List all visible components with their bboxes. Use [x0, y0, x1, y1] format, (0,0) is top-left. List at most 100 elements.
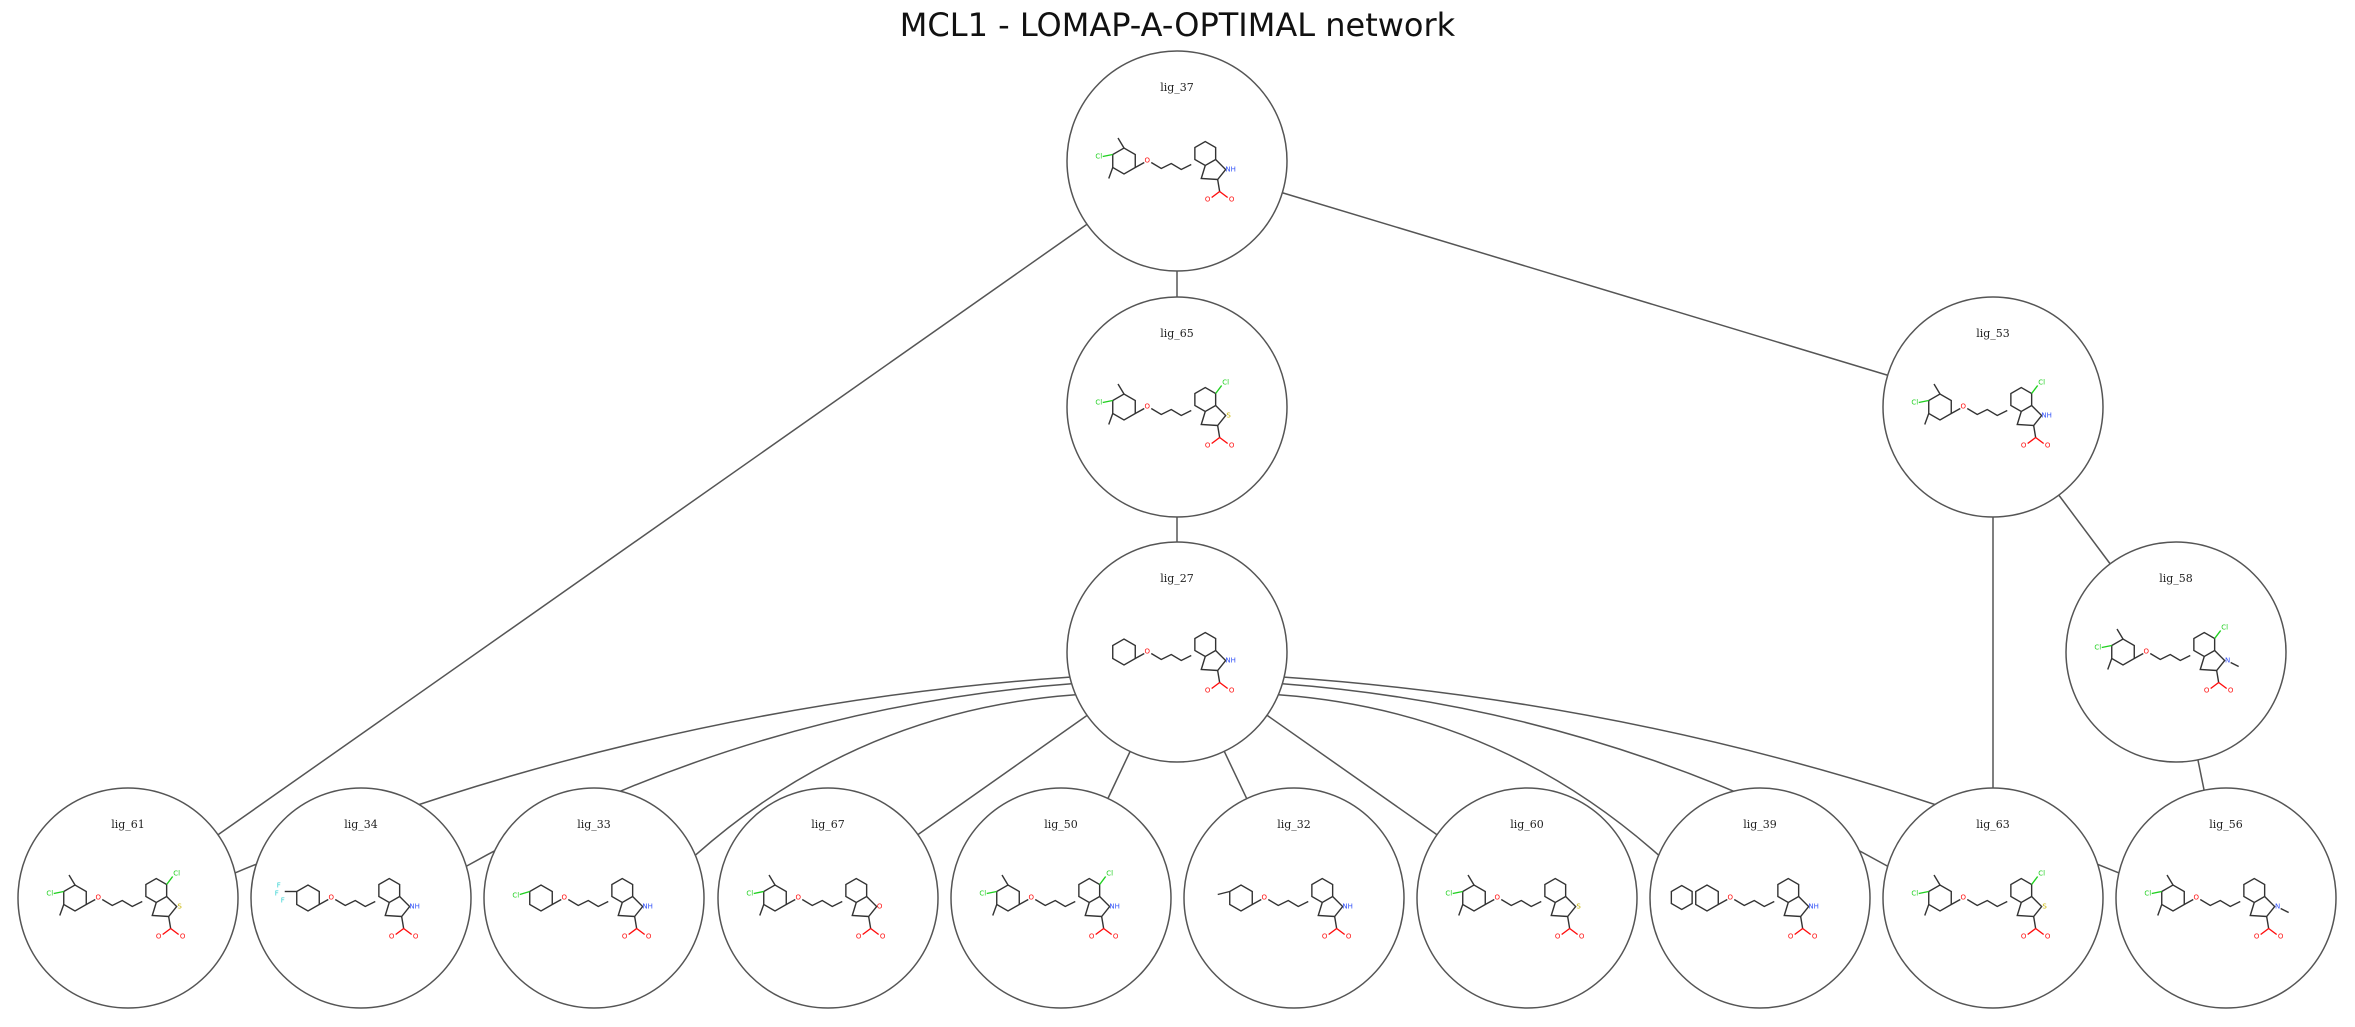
svg-text:O: O	[1229, 196, 1235, 204]
node-label: lig_32	[1277, 818, 1311, 831]
svg-text:Cl: Cl	[1222, 379, 1229, 387]
svg-text:O: O	[1961, 403, 1967, 411]
node-circle	[2065, 541, 2287, 763]
edge-lig_27-lig_67	[917, 714, 1088, 836]
svg-text:O: O	[2045, 933, 2051, 941]
node-circle	[17, 787, 239, 1009]
svg-text:NH: NH	[1225, 657, 1236, 665]
svg-text:O: O	[1229, 442, 1235, 450]
edge-lig_58-lig_56	[2197, 759, 2205, 791]
svg-text:NH: NH	[642, 903, 653, 911]
svg-text:O: O	[2278, 933, 2284, 941]
svg-text:Cl: Cl	[2144, 890, 2151, 898]
svg-text:O: O	[2045, 442, 2051, 450]
node-label: lig_65	[1160, 327, 1194, 340]
svg-text:Cl: Cl	[2038, 379, 2045, 387]
edge-lig_27-lig_50	[1107, 751, 1131, 799]
svg-text:O: O	[1495, 894, 1501, 902]
node-circle	[1649, 787, 1871, 1009]
svg-text:O: O	[1145, 648, 1151, 656]
svg-text:Cl: Cl	[1911, 890, 1918, 898]
edge-lig_27-lig_39	[1278, 694, 1660, 856]
node-circle	[1882, 787, 2104, 1009]
node-label: lig_63	[1976, 818, 2010, 831]
svg-text:O: O	[1262, 894, 1268, 902]
svg-text:O: O	[1113, 933, 1119, 941]
svg-text:O: O	[880, 933, 886, 941]
node-circle	[1066, 541, 1288, 763]
svg-text:Cl: Cl	[173, 870, 180, 878]
svg-text:O: O	[1205, 196, 1211, 204]
page-title: MCL1 - LOMAP-A-OPTIMAL network	[899, 6, 1456, 44]
edge-lig_53-lig_58	[2058, 494, 2111, 565]
edge-lig_37-lig_61	[217, 223, 1088, 836]
svg-text:O: O	[2228, 687, 2234, 695]
node-circle	[250, 787, 472, 1009]
svg-text:O: O	[1346, 933, 1352, 941]
svg-text:O: O	[856, 933, 862, 941]
svg-text:NH: NH	[1342, 903, 1353, 911]
node-circle	[717, 787, 939, 1009]
svg-text:O: O	[1229, 687, 1235, 695]
svg-text:O: O	[2204, 687, 2210, 695]
svg-text:O: O	[1322, 933, 1328, 941]
node-label: lig_37	[1160, 81, 1194, 94]
svg-text:O: O	[1089, 933, 1095, 941]
svg-text:O: O	[1555, 933, 1561, 941]
svg-text:S: S	[1576, 903, 1581, 911]
svg-text:O: O	[389, 933, 395, 941]
svg-text:NH: NH	[409, 903, 420, 911]
edge-lig_27-lig_33	[694, 694, 1076, 856]
svg-text:O: O	[329, 894, 335, 902]
node-label: lig_61	[111, 818, 145, 831]
svg-text:NH: NH	[1808, 903, 1819, 911]
svg-text:Cl: Cl	[1106, 870, 1113, 878]
svg-text:O: O	[646, 933, 652, 941]
svg-text:Cl: Cl	[2094, 644, 2101, 652]
edge-lig_27-lig_60	[1266, 714, 1438, 836]
node-lig_32[interactable]: lig_32O NH O O	[1183, 787, 1405, 1009]
svg-text:O: O	[562, 894, 568, 902]
svg-text:O: O	[180, 933, 186, 941]
node-circle	[1416, 787, 1638, 1009]
edge-lig_37-lig_53	[1282, 192, 1888, 376]
svg-text:O: O	[1145, 157, 1151, 165]
node-circle	[483, 787, 705, 1009]
svg-text:S: S	[2042, 903, 2047, 911]
node-circle	[1066, 296, 1288, 518]
svg-text:NH: NH	[1109, 903, 1120, 911]
node-label: lig_56	[2209, 818, 2243, 831]
svg-text:F: F	[275, 890, 279, 898]
svg-text:Cl: Cl	[1911, 399, 1918, 407]
svg-text:O: O	[877, 903, 883, 911]
svg-text:Cl: Cl	[2038, 870, 2045, 878]
edges-layer	[217, 192, 2205, 874]
edge-lig_27-lig_32	[1223, 751, 1248, 799]
svg-text:O: O	[413, 933, 419, 941]
svg-text:O: O	[2254, 933, 2260, 941]
